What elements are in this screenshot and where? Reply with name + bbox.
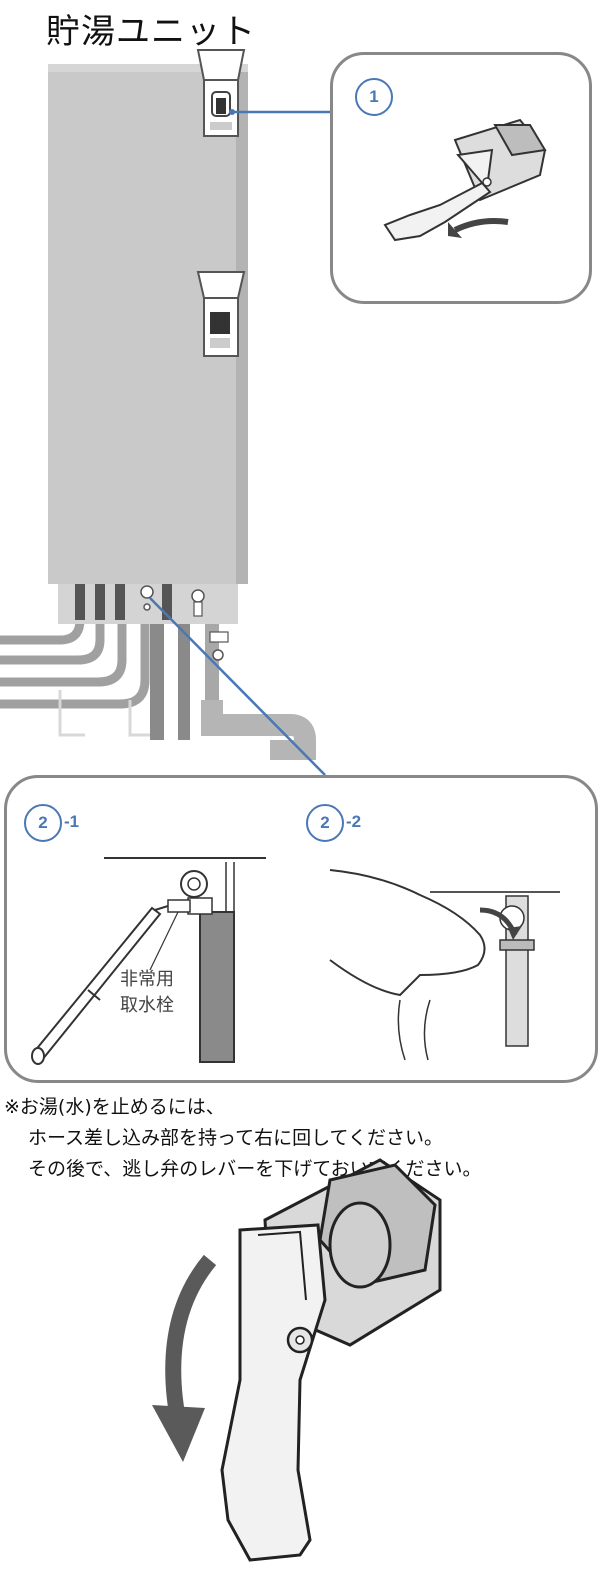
emergency-tap-label-line2: 取水栓 (120, 995, 174, 1016)
hand-turning-valve-illustration (329, 869, 560, 1061)
step2-1-suffix: -1 (64, 812, 80, 831)
relief-valve-lever-icon (383, 118, 547, 242)
note-line2: ホース差し込み部を持って右に回してください。 (28, 1127, 443, 1149)
hose-connection-illustration (31, 857, 266, 1065)
step2-2-suffix: -2 (346, 812, 362, 831)
step2-1-badge: 2 (24, 804, 62, 842)
note-line1: ※お湯(水)を止めるには、 (4, 1096, 225, 1118)
callout-step2 (4, 775, 598, 1083)
step1-badge: 1 (355, 78, 393, 116)
page-title: 貯湯ユニット (46, 12, 256, 52)
emergency-tap-label-line1: 非常用 (120, 969, 174, 990)
step2-2-badge: 2 (306, 804, 344, 842)
